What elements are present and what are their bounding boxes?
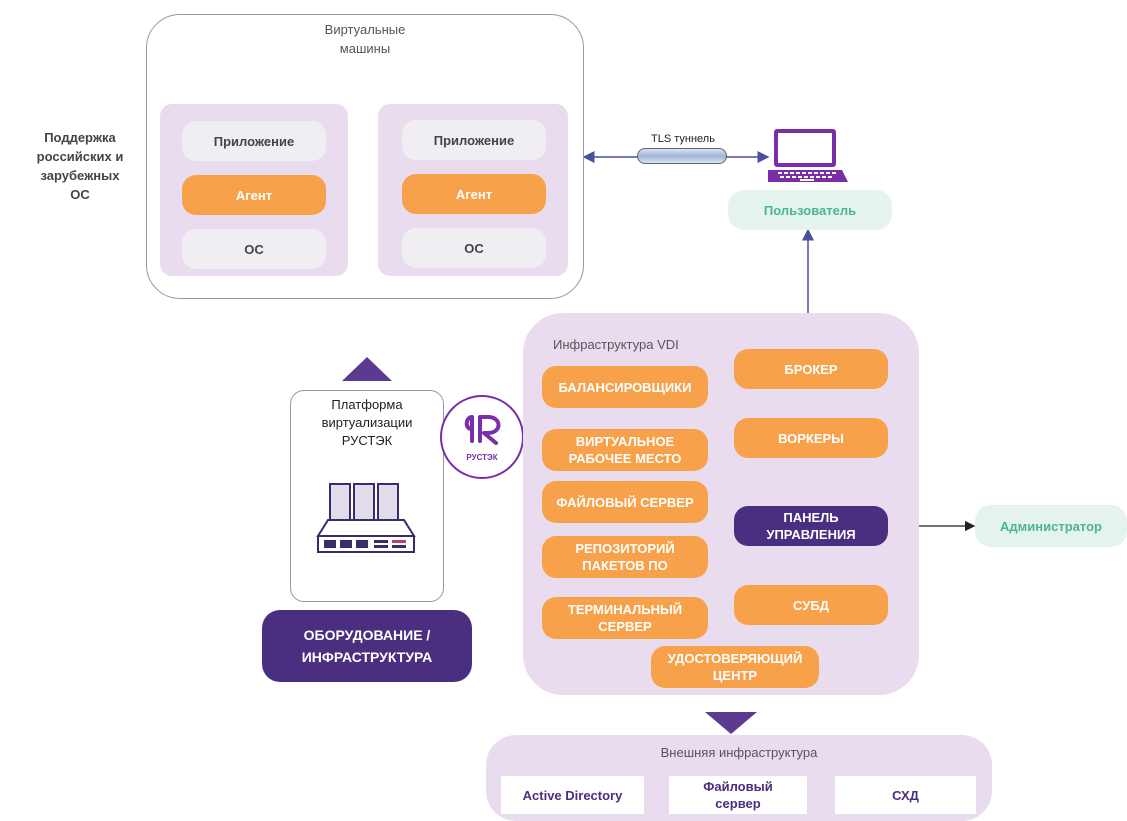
vdi-balancers: БАЛАНСИРОВЩИКИ [542, 366, 708, 408]
user-box: Пользователь [728, 190, 892, 230]
vdi-certificate-authority: УДОСТОВЕРЯЮЩИЙ ЦЕНТР [651, 646, 819, 688]
vm2-app: Приложение [402, 120, 546, 160]
hardware-box: ОБОРУДОВАНИЕ / ИНФРАСТРУКТУРА [262, 610, 472, 682]
vdi-workers: ВОРКЕРЫ [734, 418, 888, 458]
vm1-agent: Агент [182, 175, 326, 215]
vdi-broker: БРОКЕР [734, 349, 888, 389]
tls-tunnel [637, 148, 727, 164]
down-triangle [705, 712, 757, 734]
laptop-icon [768, 129, 848, 182]
vm1-os: ОС [182, 229, 326, 269]
up-triangle [342, 357, 392, 381]
vdi-title: Инфраструктура VDI [553, 337, 679, 352]
external-storage: СХД [835, 776, 976, 814]
vm2-agent: Агент [402, 174, 546, 214]
vdi-terminal-server: ТЕРМИНАЛЬНЫЙ СЕРВЕР [542, 597, 708, 639]
vdi-virtual-workplace: ВИРТУАЛЬНОЕ РАБОЧЕЕ МЕСТО [542, 429, 708, 471]
rustek-logo-text: РУСТЭК [466, 453, 498, 462]
external-active-directory: Active Directory [501, 776, 644, 814]
vdi-file-server: ФАЙЛОВЫЙ СЕРВЕР [542, 481, 708, 523]
rustek-logo: РУСТЭК [440, 395, 524, 479]
vm-title: Виртуальные машины [324, 22, 406, 56]
vdi-package-repository: РЕПОЗИТОРИЙ ПАКЕТОВ ПО [542, 536, 708, 578]
vdi-control-panel: ПАНЕЛЬ УПРАВЛЕНИЯ [734, 506, 888, 546]
vm2-os: ОС [402, 228, 546, 268]
vm1-app: Приложение [182, 121, 326, 161]
os-support-text: Поддержка российских и зарубежных ОС [36, 130, 124, 202]
external-title: Внешняя инфраструктура [660, 745, 818, 760]
tls-tunnel-label: TLS туннель [651, 133, 715, 145]
admin-box: Администратор [975, 505, 1127, 547]
server-rack-icon [316, 483, 416, 553]
rustek-logo-mark [464, 415, 501, 445]
external-file-server: Файловый сервер [669, 776, 807, 814]
platform-text: Платформа виртуализации РУСТЭК [321, 397, 413, 448]
vdi-dbms: СУБД [734, 585, 888, 625]
